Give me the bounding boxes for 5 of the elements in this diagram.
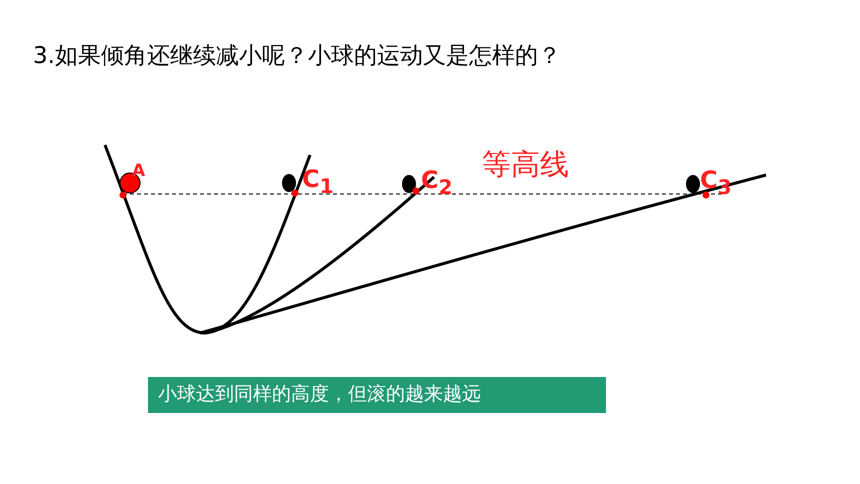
point-label: C$_{1}$ xyxy=(302,167,334,196)
point-label: A xyxy=(132,163,146,180)
caption-box: 小球达到同样的高度，但滚的越来越远 xyxy=(148,377,606,413)
contour-label: 等高线 xyxy=(482,150,569,179)
title: 3.如果倾角还继续减小呢？小球的运动又是怎样的？ xyxy=(33,45,561,68)
